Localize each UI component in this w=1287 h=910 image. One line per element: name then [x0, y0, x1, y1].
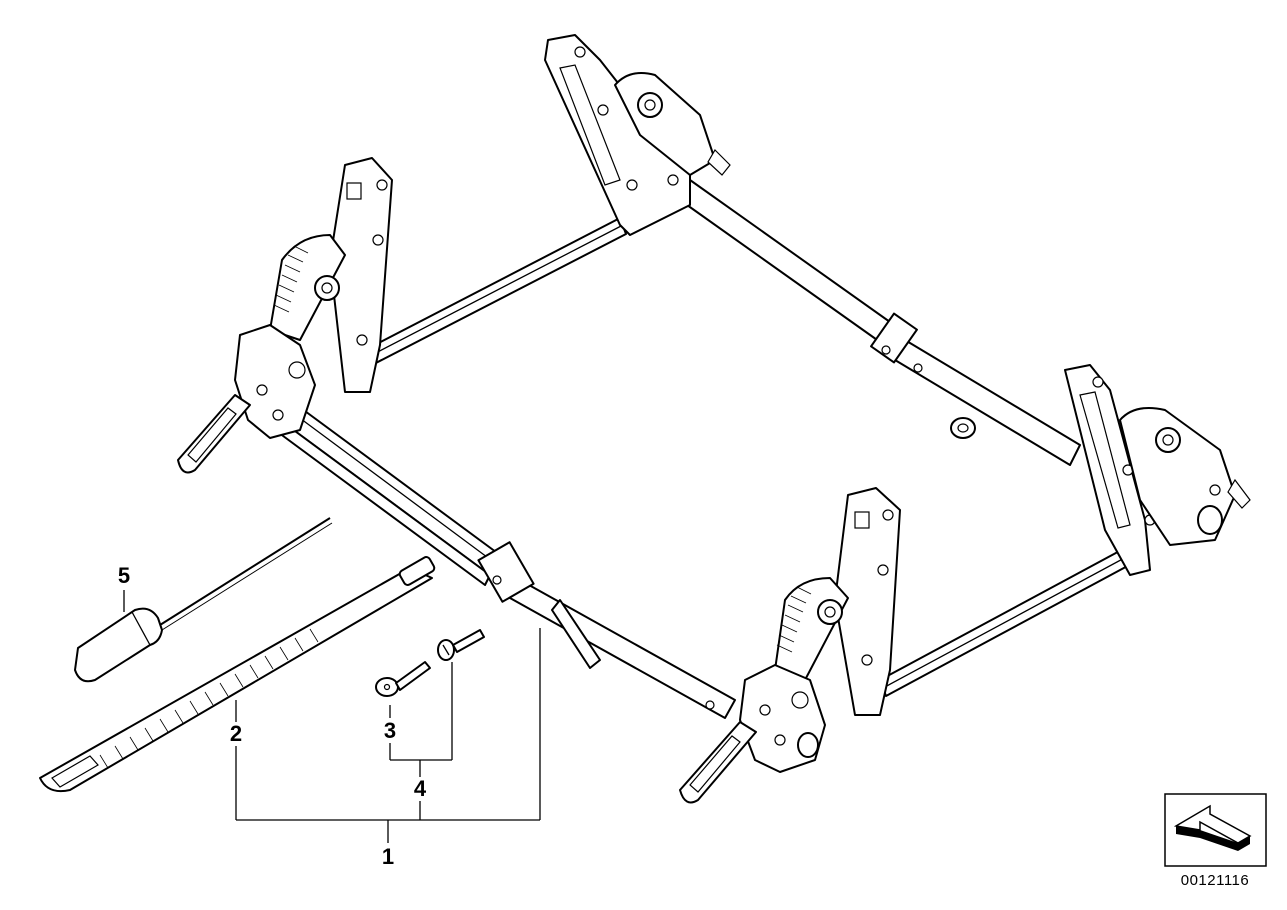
- front-left-bracket: [679, 487, 901, 804]
- left-rail: [274, 399, 736, 719]
- rear-right-bracket: [544, 34, 731, 236]
- direction-arrow-icon: [1173, 804, 1252, 851]
- right-rail: [679, 179, 1081, 466]
- callout-5: 5: [118, 563, 130, 588]
- callout-1: 1: [382, 844, 394, 869]
- screw-4: [437, 629, 485, 661]
- leader-lines: [123, 590, 541, 843]
- orientation-box: [1164, 793, 1267, 867]
- rear-left-bracket: [177, 157, 393, 474]
- rear-rail: [364, 217, 627, 367]
- cable-tie-2: [39, 556, 436, 793]
- callout-2: 2: [230, 721, 242, 746]
- front-right-bracket: [1064, 364, 1251, 576]
- key-3: [375, 661, 431, 697]
- front-rail: [879, 539, 1147, 697]
- bushing: [950, 417, 976, 439]
- callout-4: 4: [414, 776, 427, 801]
- tool-5: [74, 517, 333, 683]
- seat-frame-assembly: [177, 34, 1251, 804]
- document-number: 00121116: [1181, 872, 1250, 889]
- callout-3: 3: [384, 718, 396, 743]
